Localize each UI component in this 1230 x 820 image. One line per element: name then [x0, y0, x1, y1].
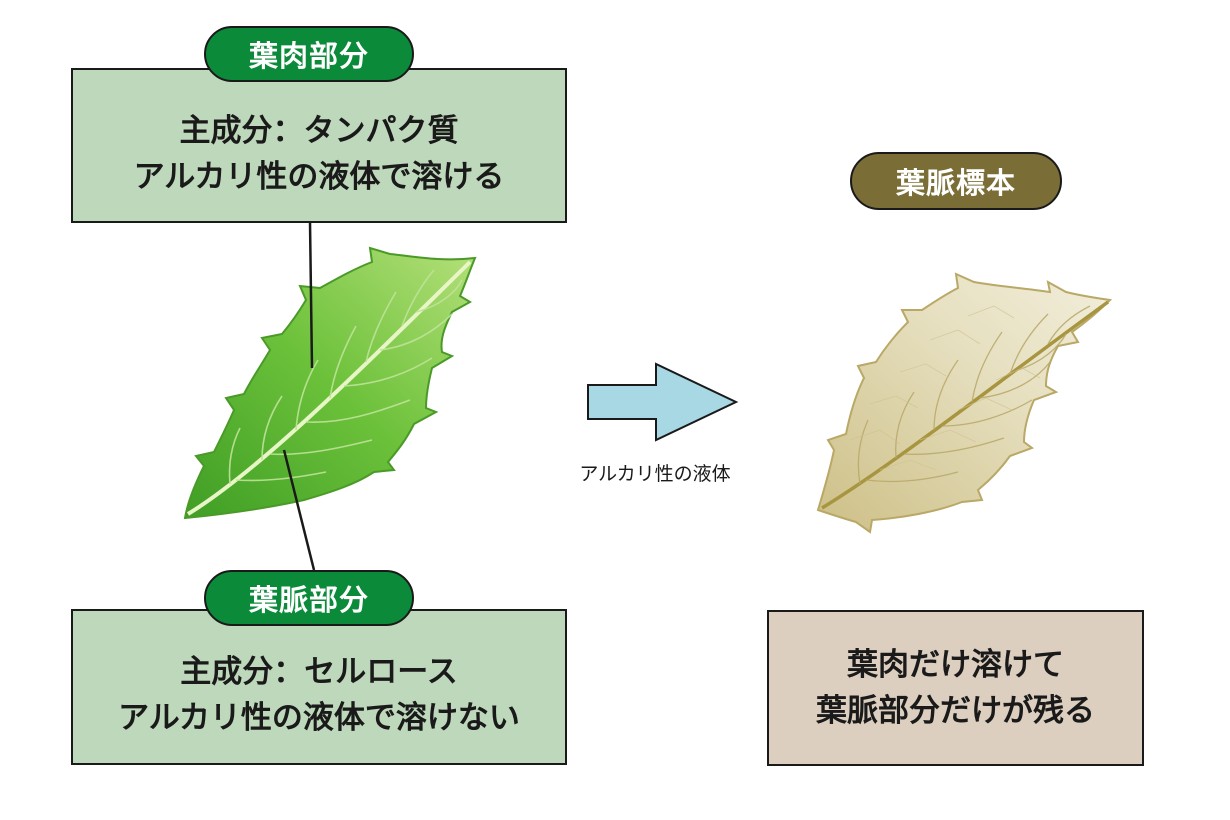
mesophyll-component: 主成分：タンパク質 [179, 112, 459, 149]
vein-label: 葉脈部分 [204, 570, 414, 626]
leaf-icon [183, 246, 477, 520]
connector-mesophyll [308, 221, 314, 369]
specimen-label: 葉脈標本 [850, 152, 1062, 210]
vein-property: アルカリ性の液体で溶けない [118, 700, 520, 736]
specimen-line-2: 葉脈部分だけが残る [816, 693, 1095, 729]
vein-component: 主成分：セルロース [180, 654, 458, 690]
vein-info-box: 主成分：セルロース アルカリ性の液体で溶けない [71, 609, 567, 765]
skeleton-leaf-icon [816, 272, 1113, 534]
mesophyll-label: 葉肉部分 [204, 26, 414, 82]
mesophyll-property: アルカリ性の液体で溶ける [133, 158, 505, 195]
specimen-info-box: 葉肉だけ溶けて 葉脈部分だけが残る [767, 610, 1144, 766]
specimen-line-1: 葉肉だけ溶けて [847, 647, 1064, 683]
connector-vein [282, 449, 316, 571]
arrow-caption: アルカリ性の液体 [579, 463, 731, 485]
arrow-right-icon [587, 362, 739, 442]
mesophyll-info-box: 主成分：タンパク質 アルカリ性の液体で溶ける [71, 68, 567, 223]
